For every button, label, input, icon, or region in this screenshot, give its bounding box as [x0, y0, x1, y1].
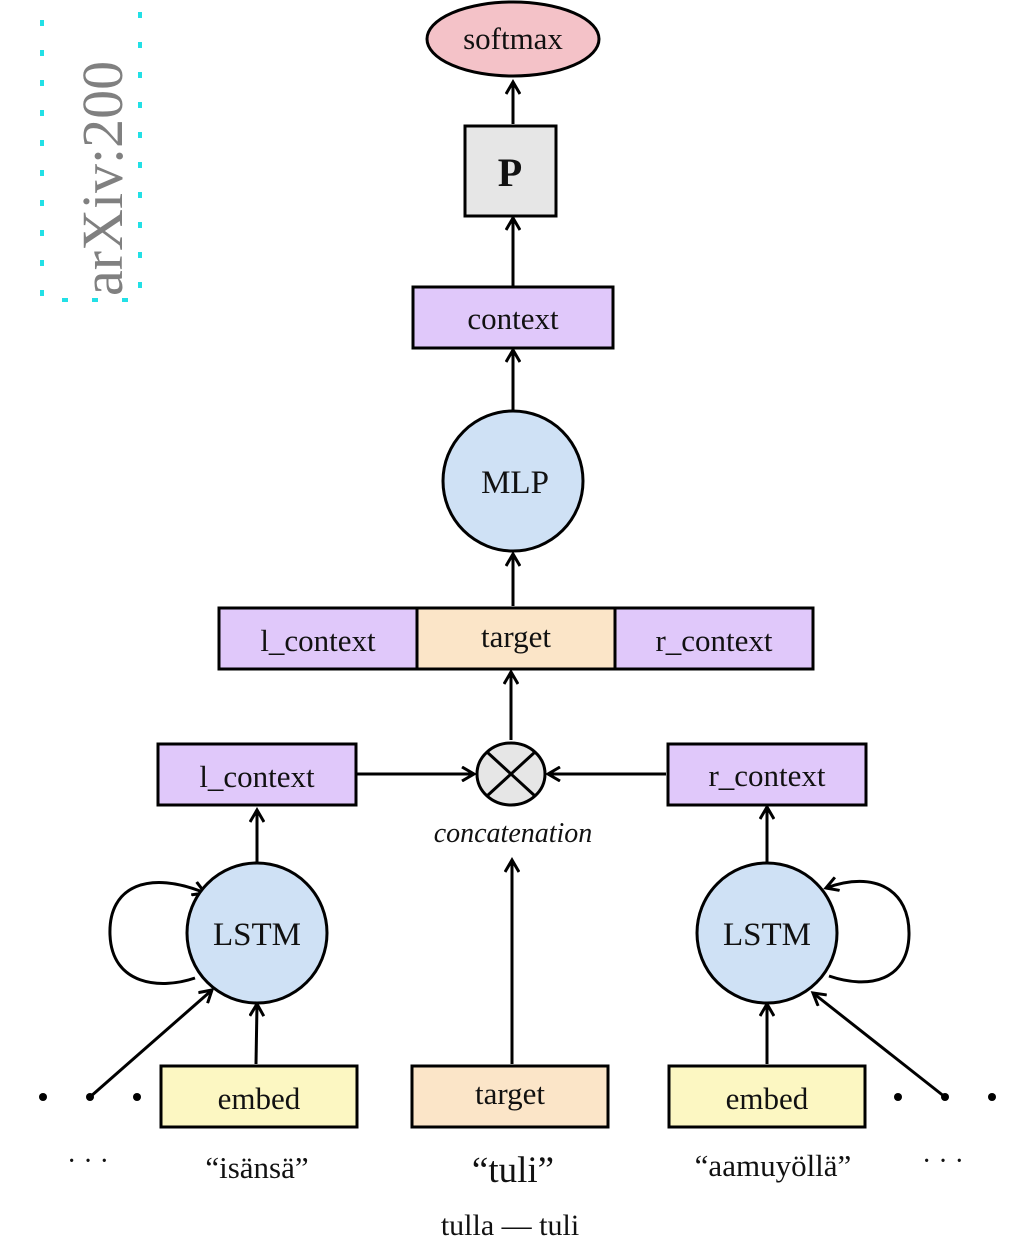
concatenated-vector: l_context target r_context [217, 606, 815, 671]
sequence-dots-left [39, 1093, 141, 1101]
mlp-node: MLP [441, 409, 585, 553]
target-word: “tuli” [472, 1150, 554, 1191]
right-embed-box [667, 1064, 867, 1129]
projection-box [463, 124, 558, 218]
left-word: “isänsä” [205, 1150, 308, 1185]
right-lstm-node: LSTM [695, 861, 839, 1005]
left-lstm-circle [185, 861, 329, 1005]
right-embed-node: embed [667, 1064, 867, 1129]
edge-lembed-to-llstm [256, 1004, 257, 1065]
dot [39, 1093, 47, 1101]
right-context-label: r_context [708, 758, 825, 793]
right-ellipsis: · · · [922, 1146, 964, 1177]
lemma-form-pair: tulla — tuli [441, 1209, 579, 1242]
concat-rcontext-box [613, 606, 815, 671]
concat-lcontext-label: l_context [260, 623, 376, 658]
arxiv-watermark: arXiv:200 [40, 0, 142, 302]
target-input-label: target [475, 1076, 545, 1111]
softmax-ellipse [425, 0, 601, 78]
context-box [411, 285, 615, 350]
left-embed-node: embed [159, 1064, 359, 1129]
input-words: · · · “isänsä” “tuli” “aamuyöllä” · · · … [67, 1146, 964, 1242]
left-context-node: l_context [156, 742, 358, 807]
concat-rcontext-label: r_context [655, 623, 772, 658]
mlp-label: MLP [481, 465, 549, 501]
concatenation-label: concatenation [434, 818, 593, 849]
cross-icon-line-2 [485, 750, 537, 798]
concat-lcontext-box [217, 606, 419, 671]
dot [894, 1093, 902, 1101]
right-lstm-label: LSTM [723, 917, 811, 953]
left-lstm-label: LSTM [213, 917, 301, 953]
dot [988, 1093, 996, 1101]
sequence-dots-right [894, 1093, 996, 1101]
right-context-node: r_context [666, 742, 868, 807]
watermark-border [40, 0, 142, 302]
left-ellipsis: · · · [67, 1146, 109, 1177]
dot [941, 1093, 949, 1101]
left-embed-label: embed [218, 1081, 301, 1116]
concat-target-label: target [481, 619, 551, 654]
projection-label: P [498, 150, 522, 195]
dot [133, 1093, 141, 1101]
target-input-node: target [410, 1064, 610, 1129]
left-context-box [156, 742, 358, 807]
edge-rlstm-self-loop [826, 881, 911, 984]
target-input-box [410, 1064, 610, 1129]
edges [89, 82, 946, 1099]
left-embed-box [159, 1064, 359, 1129]
left-lstm-node: LSTM [185, 861, 329, 1005]
edge-next-to-rlstm [813, 993, 946, 1099]
edge-llstm-self-loop [108, 880, 205, 985]
right-word: “aamuyöllä” [695, 1148, 852, 1183]
watermark-text: arXiv:200 [70, 61, 135, 296]
mlp-circle [441, 409, 585, 553]
edge-prev-to-llstm [89, 990, 212, 1099]
right-embed-label: embed [726, 1081, 809, 1116]
projection-node: P [463, 124, 558, 218]
context-label: context [467, 301, 559, 336]
dot [86, 1093, 94, 1101]
context-node: context [411, 285, 615, 350]
softmax-node: softmax [425, 0, 601, 78]
left-context-label: l_context [199, 759, 315, 794]
concatenation-operator: concatenation [434, 741, 593, 849]
right-lstm-circle [695, 861, 839, 1005]
right-context-box [666, 742, 868, 807]
softmax-label: softmax [463, 21, 563, 56]
